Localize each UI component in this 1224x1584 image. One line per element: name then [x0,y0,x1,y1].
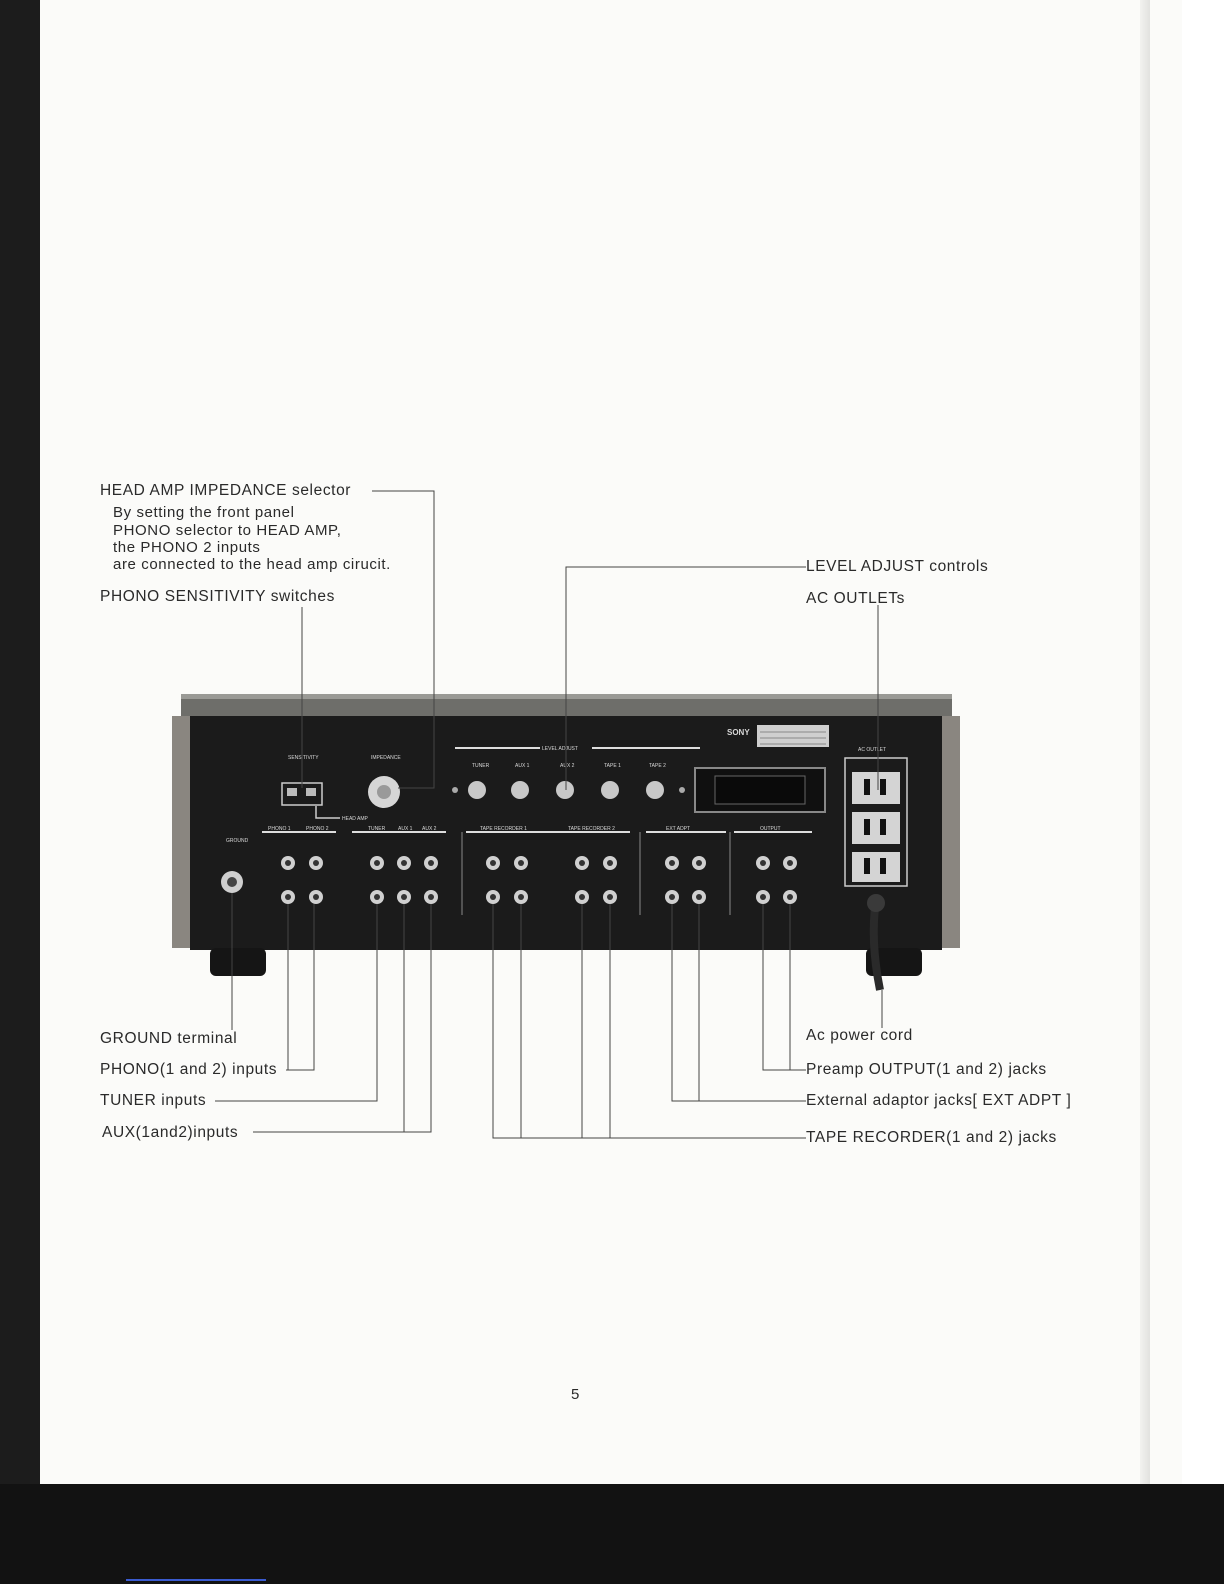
level-knob-tape1[interactable] [601,781,619,799]
group-label: EXT ADPT [666,826,690,832]
group-dividers [461,832,731,915]
screw-icon [679,787,685,793]
brand-logo: SONY [727,728,750,737]
outlet-slot [864,819,870,835]
group-label: TAPE RECORDER 2 [568,826,615,832]
ac-outlet-panel-label: AC OUTLET [858,747,886,753]
level-adjust-knobs: TUNER AUX 1 AUX 2 TAPE 1 TAPE 2 [452,763,685,799]
label-tape-recorder: TAPE RECORDER(1 and 2) jacks [806,1129,1057,1146]
foot-left [210,948,266,976]
scan-artifact [126,1579,266,1581]
head-amp-desc-line: are connected to the head amp cirucit. [113,556,391,573]
ground-panel-label: GROUND [226,838,249,844]
outlet-slot [880,779,886,795]
sensitivity-switch[interactable] [306,788,316,796]
outlet-slot [864,779,870,795]
outlet-slot [880,858,886,874]
rca-jack-centers [285,860,793,900]
group-label: AUX 2 [422,826,437,832]
head-amp-desc-line: By setting the front panel [113,504,295,521]
group-label: PHONO 1 [268,826,291,832]
scan-binding-edge [0,0,40,1584]
page-number: 5 [571,1386,580,1403]
ac-outlet-frame [844,757,908,887]
label-level-adjust: LEVEL ADJUST controls [806,558,989,575]
label-ac-outlets: AC OUTLETs [806,590,906,607]
knob-label: AUX 1 [515,763,530,769]
nameplate [757,725,829,747]
knob-label: TAPE 2 [649,763,666,769]
ac-outlet-3 [852,852,900,882]
sensitivity-switch[interactable] [287,788,297,796]
side-panel-right [942,716,960,948]
scan-bottom-edge [0,1484,1224,1584]
head-amp-panel-label: HEAD AMP [342,816,369,822]
head-amp-desc-line: PHONO selector to HEAD AMP, [113,522,342,539]
label-phono-sensitivity: PHONO SENSITIVITY switches [100,588,335,605]
group-label: TAPE RECORDER 1 [480,826,527,832]
screw-icon [452,787,458,793]
ground-terminal-center [227,877,237,887]
paper-right-edge [1140,0,1150,1484]
label-ac-power-cord: Ac power cord [806,1027,913,1044]
level-adjust-panel-label: LEVEL ADJUST [542,746,578,752]
ac-outlet-1 [852,772,900,804]
outlet-slot [864,858,870,874]
impedance-panel-label: IMPEDANCE [371,755,401,761]
outlet-slot [880,819,886,835]
label-tuner-inputs: TUNER inputs [100,1092,207,1109]
label-ext-adpt: External adaptor jacks[ EXT ADPT ] [806,1092,1072,1109]
group-label: AUX 1 [398,826,413,832]
accessory-connector-slot [714,775,806,805]
group-label: TUNER [368,826,386,832]
group-label: OUTPUT [760,826,781,832]
group-label: PHONO 2 [306,826,329,832]
head-amp-desc-line: the PHONO 2 inputs [113,539,261,556]
label-ground-terminal: GROUND terminal [100,1030,238,1047]
power-cord-grommet [867,894,885,912]
impedance-selector-center [377,785,391,799]
label-aux-inputs: AUX(1and2)inputs [102,1124,239,1141]
ac-outlet-2 [852,812,900,844]
level-knob-tape2[interactable] [646,781,664,799]
knob-label: AUX 2 [560,763,575,769]
side-panel-left [172,716,190,948]
label-preamp-output: Preamp OUTPUT(1 and 2) jacks [806,1061,1047,1078]
level-knob-tuner[interactable] [468,781,486,799]
knob-label: TUNER [472,763,490,769]
sensitivity-panel-label: SENSITIVITY [288,755,319,761]
leader-lines [215,490,883,1139]
label-head-amp-impedance: HEAD AMP IMPEDANCE selector [100,482,352,499]
level-knob-aux2[interactable] [556,781,574,799]
knob-label: TAPE 1 [604,763,621,769]
head-amp-bracket [315,806,340,819]
label-phono-inputs: PHONO(1 and 2) inputs [100,1061,278,1078]
level-knob-aux1[interactable] [511,781,529,799]
